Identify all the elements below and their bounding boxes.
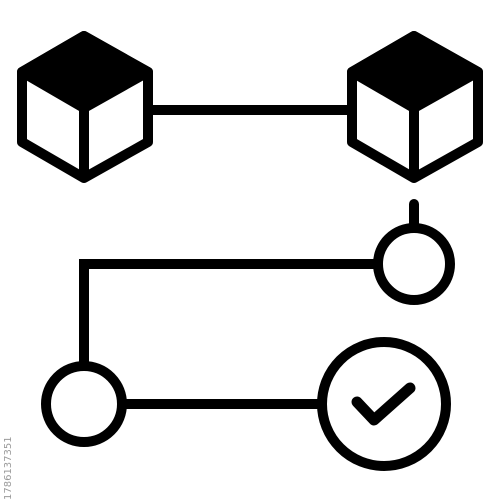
node-circle-top (373, 223, 455, 305)
cube-icon-right (347, 31, 483, 183)
cube-icon-left (17, 31, 153, 183)
watermark: 1786137351 (2, 120, 16, 500)
watermark-id: 1786137351 (3, 436, 14, 500)
check-circle-icon (317, 337, 451, 471)
node-circle-bottom (41, 361, 127, 447)
workflow-path-line (79, 259, 378, 364)
